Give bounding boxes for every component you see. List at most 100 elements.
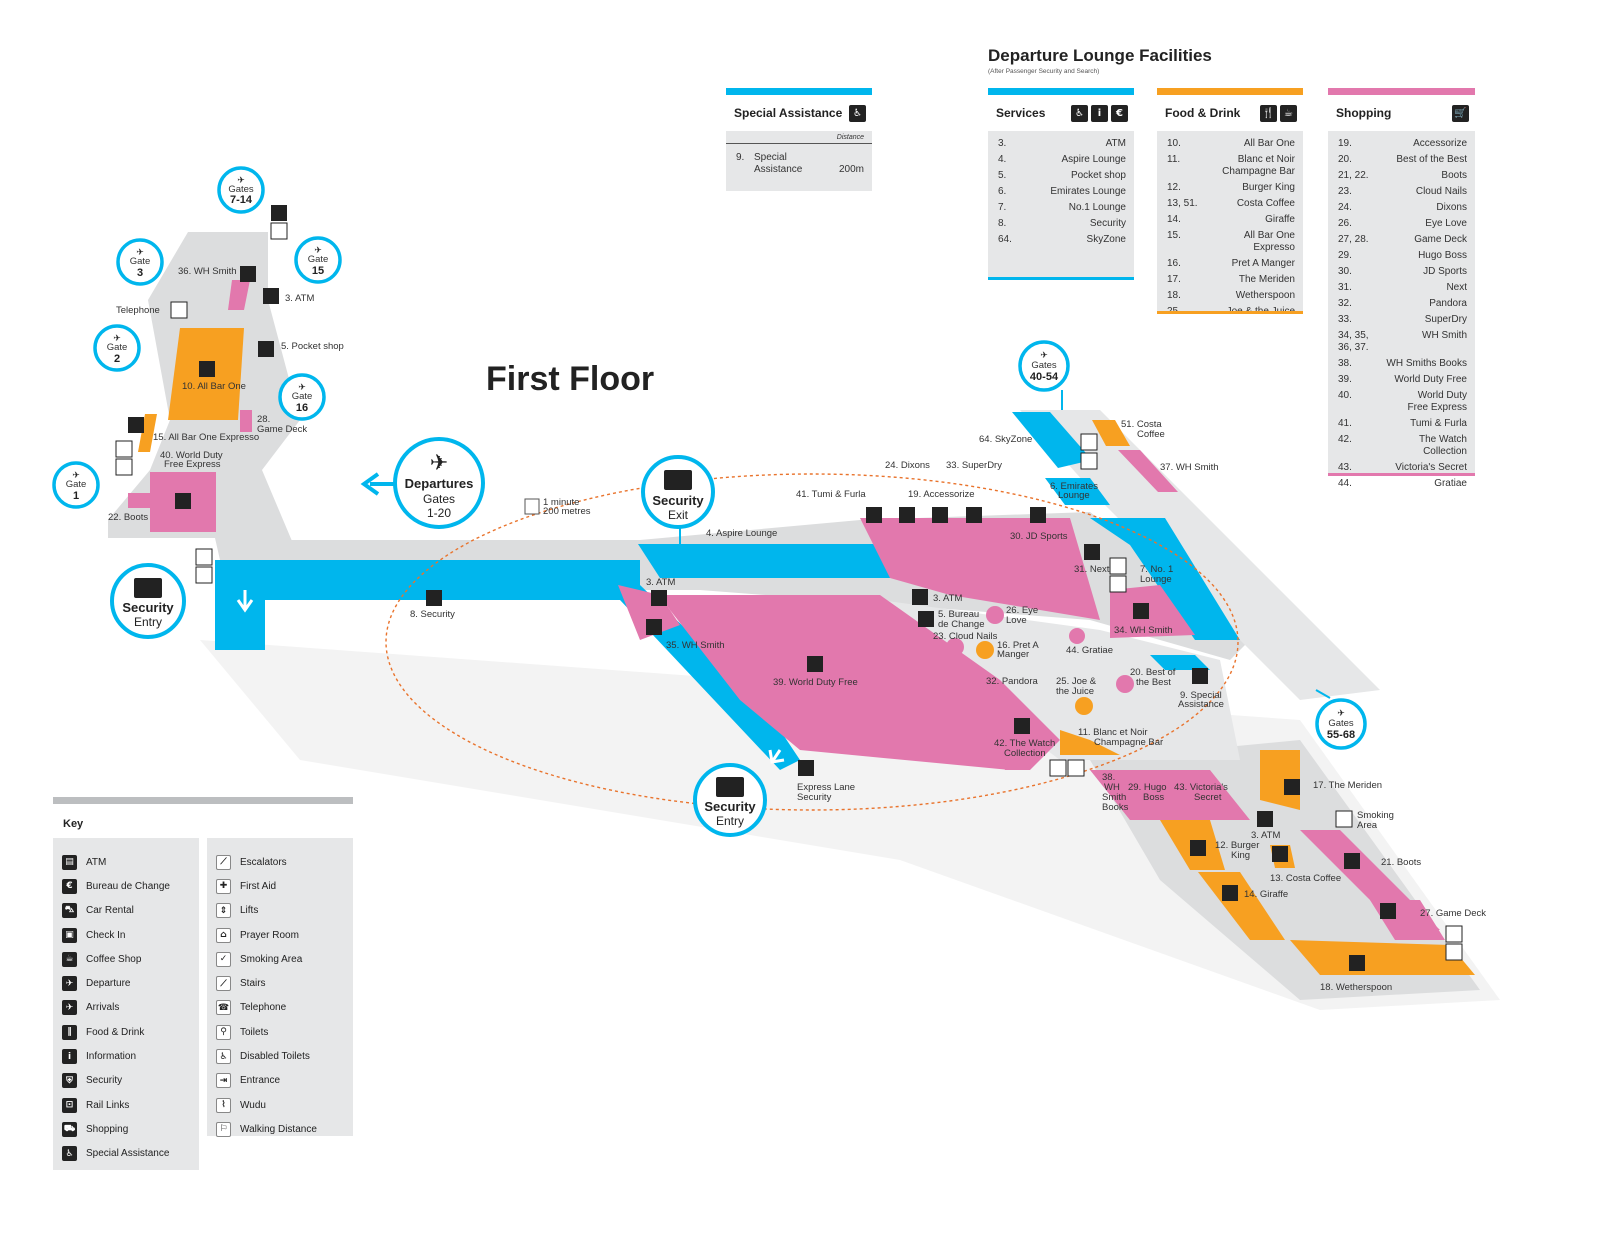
walking-distance-ellipse	[385, 473, 1239, 811]
label-emirates-lounge: Lounge	[1058, 490, 1090, 501]
security-icon	[716, 777, 744, 797]
smoking-area-icon	[1335, 810, 1353, 828]
item-number: 38.	[1338, 358, 1352, 369]
key-label: Arrivals	[86, 1002, 120, 1014]
wudu-icon: ⌇	[216, 1097, 231, 1113]
panel-header: Food & Drink 🍴☕	[1157, 95, 1303, 131]
list-item[interactable]: 4.Aspire Lounge	[988, 154, 1134, 166]
list-item[interactable]: 18.Wetherspoon	[1157, 290, 1303, 302]
list-item[interactable]: 44.Gratiae	[1328, 478, 1475, 490]
label-best-of-the-best: the Best	[1136, 677, 1171, 688]
item-number: 34, 35, 36, 37.	[1338, 330, 1369, 353]
list-item[interactable]: 26.Eye Love	[1328, 218, 1475, 230]
shopping-icon	[807, 656, 823, 672]
item-number: 12.	[1167, 182, 1181, 193]
label-pandora: 32. Pandora	[986, 676, 1038, 687]
item-name: Game Deck	[1414, 234, 1467, 245]
panel-title: Services	[996, 106, 1046, 120]
special-assistance-panel: Special Assistance♿ Distance 9. Special …	[726, 88, 872, 191]
list-item[interactable]: 7.No.1 Lounge	[988, 202, 1134, 214]
list-item[interactable]: 20.Best of the Best	[1328, 154, 1475, 166]
list-item[interactable]: 9. Special Assistance 200m	[726, 152, 872, 176]
list-item[interactable]: 17.The Meriden	[1157, 274, 1303, 286]
list-item[interactable]: 8.Security	[988, 218, 1134, 230]
key-item: €Bureau de Change	[53, 874, 199, 898]
list-item[interactable]: 43.Victoria's Secret	[1328, 462, 1475, 474]
item-name: JD Sports	[1423, 266, 1467, 277]
list-item[interactable]: 40.World Duty Free Express	[1328, 390, 1475, 414]
list-item[interactable]: 27, 28.Game Deck	[1328, 234, 1475, 246]
key-label: ATM	[86, 856, 107, 868]
item-name: Cloud Nails	[1415, 186, 1467, 197]
label-wetherspoon: 18. Wetherspoon	[1320, 982, 1392, 993]
atm-icon	[263, 288, 279, 304]
label-wh-smith-books: WH	[1104, 782, 1120, 793]
atm-icon	[1257, 811, 1273, 827]
list-item[interactable]: 19.Accessorize	[1328, 138, 1475, 150]
list-item[interactable]: 38.WH Smiths Books	[1328, 358, 1475, 370]
food-drink-icon	[1349, 955, 1365, 971]
list-item[interactable]: 39.World Duty Free	[1328, 374, 1475, 386]
disabled-toilets-icon	[1067, 759, 1085, 777]
key-label: Information	[86, 1051, 137, 1063]
list-item[interactable]: 14.Giraffe	[1157, 214, 1303, 226]
label-all-bar-one-expresso: 15. All Bar One Expresso	[153, 432, 259, 443]
list-item[interactable]: 16.Pret A Manger	[1157, 258, 1303, 270]
departure-icon: ✈	[62, 976, 77, 992]
label-meriden: 17. The Meriden	[1313, 780, 1382, 791]
item-name: The Watch Collection	[1419, 434, 1467, 457]
key-title: Key	[53, 804, 353, 834]
list-item[interactable]: 30.JD Sports	[1328, 266, 1475, 278]
giraffe-14	[1198, 872, 1285, 940]
first-aid-icon: ✚	[216, 878, 231, 894]
item-number: 43.	[1338, 462, 1352, 473]
list-item[interactable]: 24.Dixons	[1328, 202, 1475, 214]
list-item[interactable]: 21, 22.Boots	[1328, 170, 1475, 182]
label-wh-smith-books: 38.	[1102, 772, 1115, 783]
label-victorias-secret: Secret	[1194, 792, 1222, 803]
list-item[interactable]: 13, 51.Costa Coffee	[1157, 198, 1303, 210]
list-item[interactable]: 11.Blanc et Noir Champagne Bar	[1157, 154, 1303, 178]
emirates-lounge-area	[1045, 478, 1110, 505]
list-item[interactable]: 33.SuperDry	[1328, 314, 1475, 326]
list-item[interactable]: 10.All Bar One	[1157, 138, 1303, 150]
list-item[interactable]: 15.All Bar One Expresso	[1157, 230, 1303, 254]
label-dixons: 24. Dixons	[885, 460, 930, 471]
express-lane-arrow	[768, 749, 785, 764]
list-item[interactable]: 29.Hugo Boss	[1328, 250, 1475, 262]
key-column-1: ▤ATM€Bureau de Change⛍Car Rental▣Check I…	[53, 838, 199, 1170]
label-game-deck-28: 28.	[257, 414, 270, 425]
gate-number: 40-54	[1030, 371, 1059, 383]
list-item[interactable]: 32.Pandora	[1328, 298, 1475, 310]
panel-title: Special Assistance	[734, 106, 843, 120]
list-item[interactable]: 3.ATM	[988, 138, 1134, 150]
walking-distance-icon	[524, 498, 540, 515]
list-item[interactable]: 5.Pocket shop	[988, 170, 1134, 182]
list-item[interactable]: 23.Cloud Nails	[1328, 186, 1475, 198]
list-item[interactable]: 41.Tumi & Furla	[1328, 418, 1475, 430]
list-item[interactable]: 31.Next	[1328, 282, 1475, 294]
list-item[interactable]: 64.SkyZone	[988, 234, 1134, 246]
key-label: Entrance	[240, 1075, 281, 1087]
panel-header: Services ♿i€	[988, 95, 1134, 131]
list-item[interactable]: 34, 35, 36, 37.WH Smith	[1328, 330, 1475, 354]
services-panel: Services ♿i€ 3.ATM 4.Aspire Lounge 5.Pocke…	[988, 88, 1134, 280]
list-item[interactable]: 12.Burger King	[1157, 182, 1303, 194]
label-wh-smith-37: 37. WH Smith	[1160, 462, 1219, 473]
list-item[interactable]: 42.The Watch Collection	[1328, 434, 1475, 458]
key-item: ✓Smoking Area	[207, 947, 353, 971]
gate-word: Gate	[66, 479, 87, 490]
list-item[interactable]: 6.Emirates Lounge	[988, 186, 1134, 198]
